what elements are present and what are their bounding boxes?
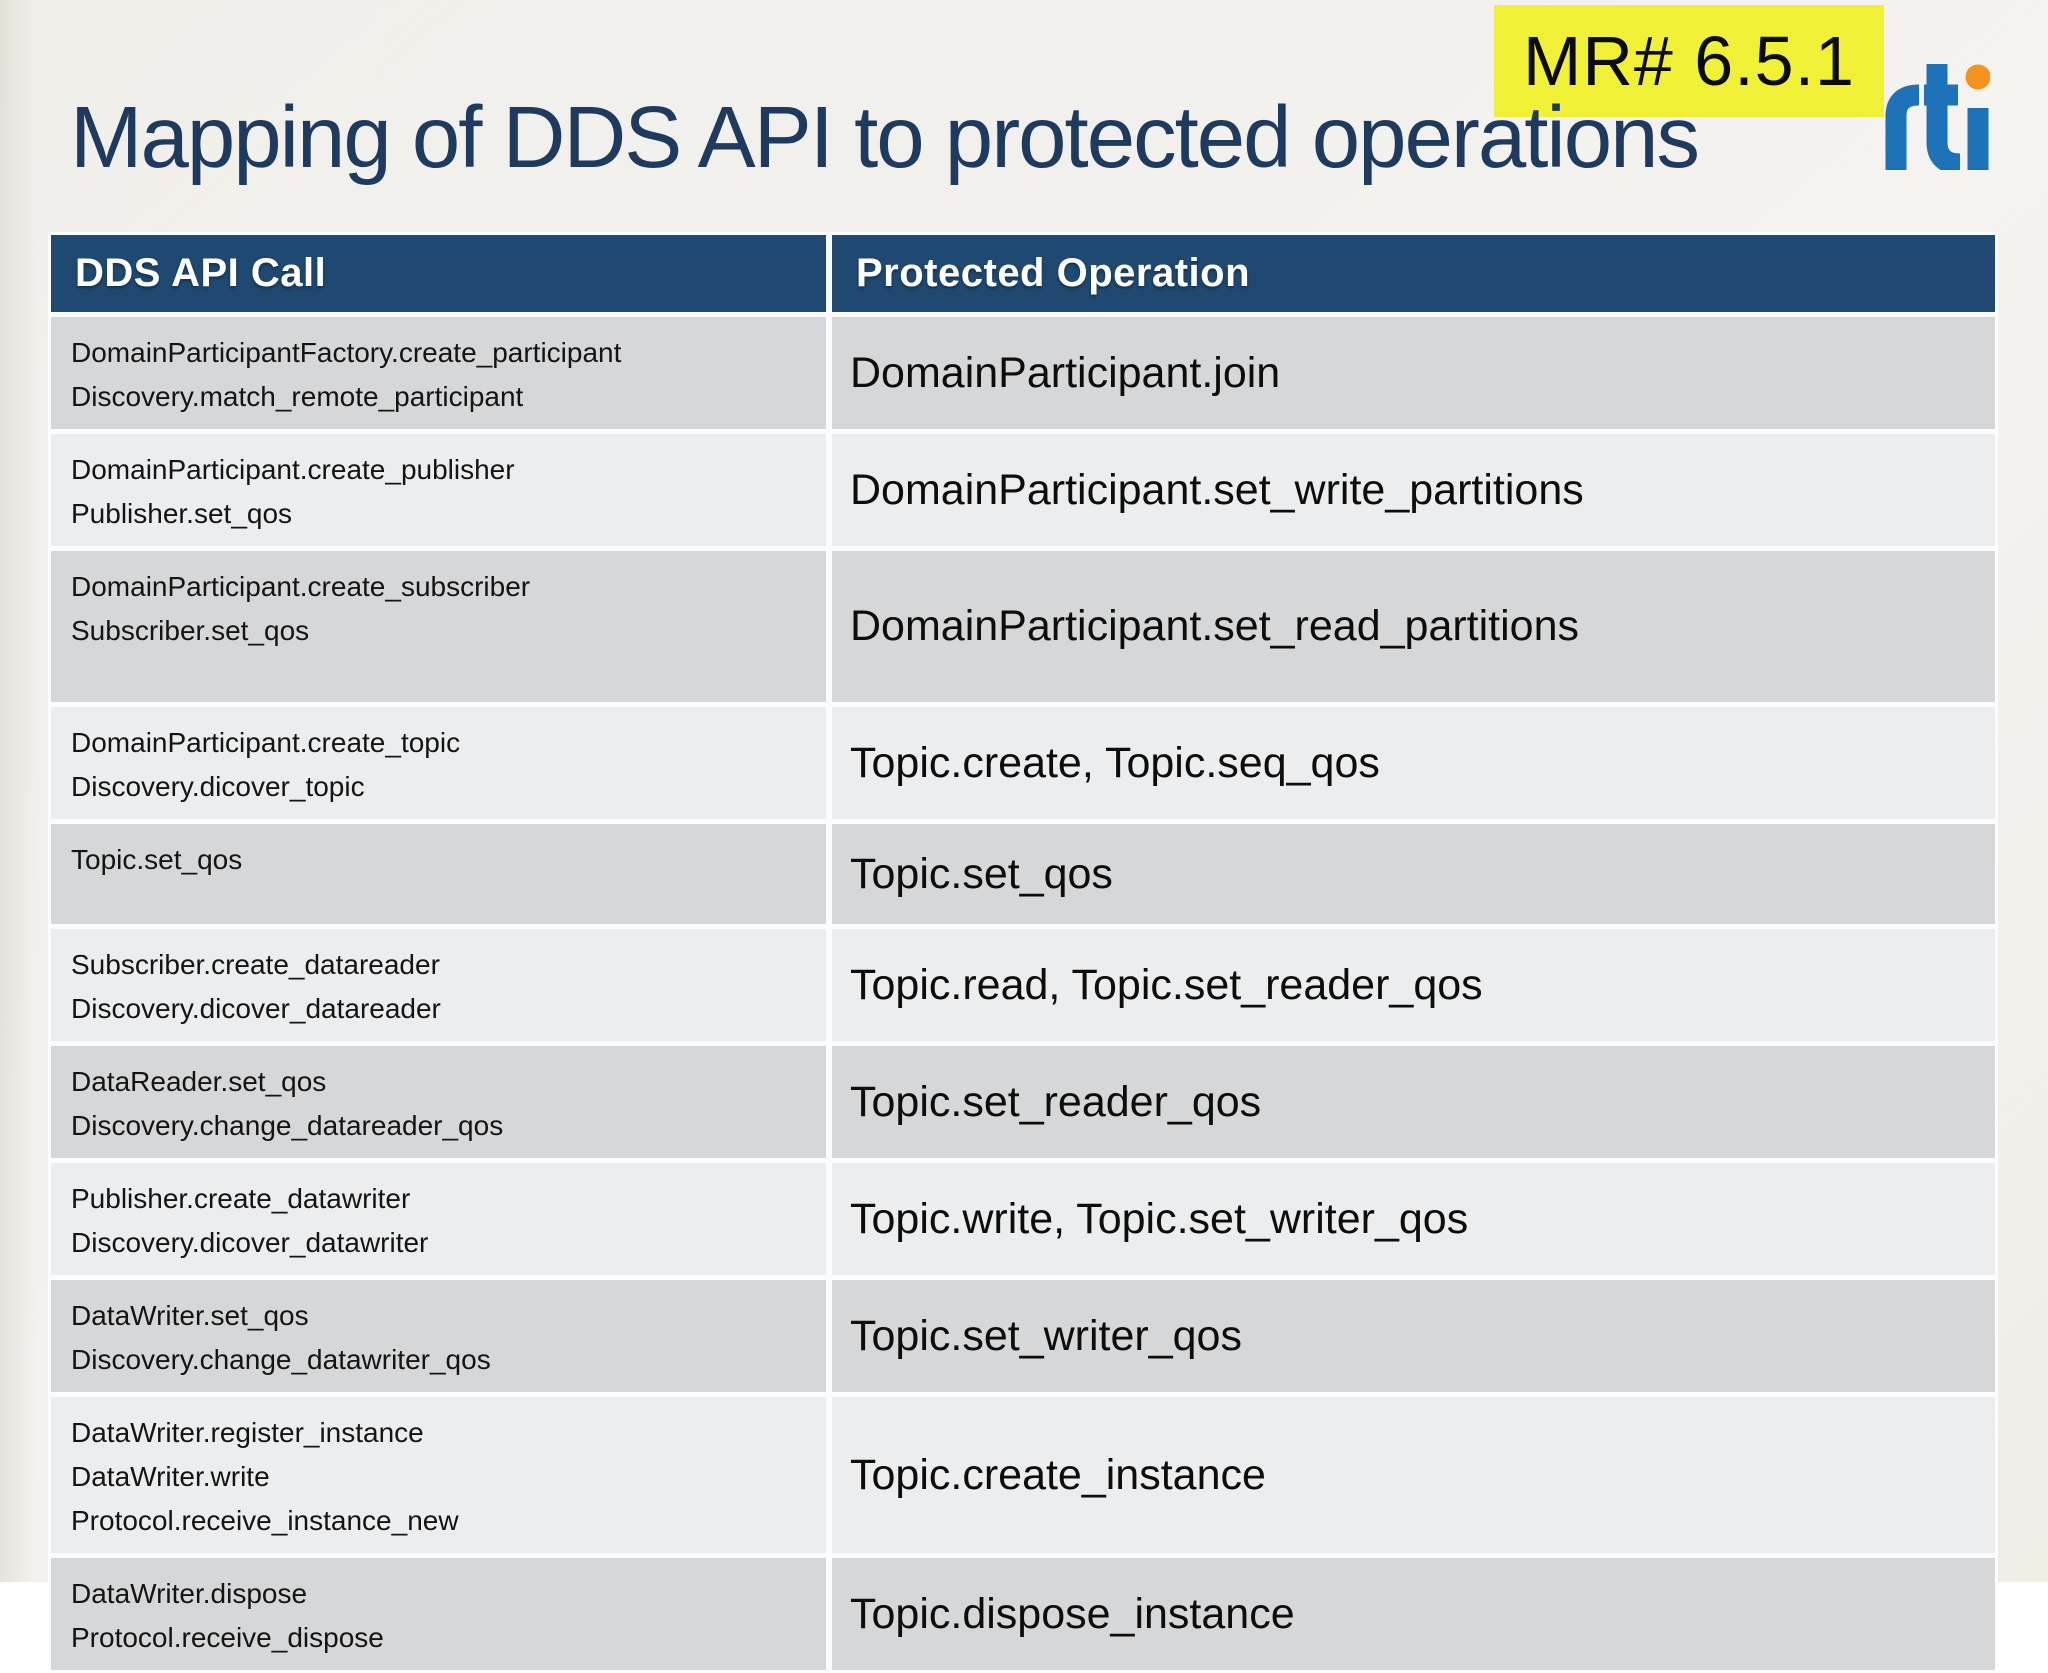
protected-operation-cell: Topic.read, Topic.set_reader_qos xyxy=(832,929,1995,1041)
page-title: Mapping of DDS API to protected operatio… xyxy=(70,89,1700,186)
protected-operation-cell: Topic.set_writer_qos xyxy=(832,1280,1995,1392)
api-call-line: Discovery.match_remote_participant xyxy=(71,381,524,412)
api-call-line: DataWriter.set_qos xyxy=(71,1300,309,1331)
api-call-line: DomainParticipant.create_topic xyxy=(71,727,461,758)
column-header-protected-operation: Protected Operation xyxy=(832,235,1995,312)
api-call-line: Subscriber.create_datareader xyxy=(71,949,440,980)
api-call-line: DataWriter.register_instance xyxy=(71,1417,424,1448)
api-call-line: Discovery.change_datareader_qos xyxy=(71,1110,504,1141)
api-call-line: Discovery.dicover_datawriter xyxy=(71,1227,429,1258)
protected-operation-text: Topic.read, Topic.set_reader_qos xyxy=(850,960,1483,1009)
rti-logo xyxy=(1884,50,1991,175)
protected-operation-cell: Topic.write, Topic.set_writer_qos xyxy=(832,1163,1995,1275)
protected-operation-cell: Topic.set_reader_qos xyxy=(832,1046,1995,1158)
api-call-line: Discovery.dicover_topic xyxy=(71,771,365,802)
protected-operation-text: Topic.create_instance xyxy=(850,1450,1266,1499)
api-call-line: Discovery.dicover_datareader xyxy=(71,993,441,1024)
api-call-line: DataWriter.dispose xyxy=(71,1578,308,1609)
protected-operation-text: Topic.set_reader_qos xyxy=(850,1077,1262,1126)
column-header-dds-api-call: DDS API Call xyxy=(51,235,826,312)
protected-operation-text: DomainParticipant.set_write_partitions xyxy=(850,465,1584,514)
logo-i-dot xyxy=(1965,64,1991,90)
protected-operation-cell: Topic.create_instance xyxy=(832,1397,1995,1553)
left-edge-shadow xyxy=(0,0,36,1582)
api-call-line: DomainParticipant.create_publisher xyxy=(71,454,515,485)
protected-operation-text: Topic.create, Topic.seq_qos xyxy=(850,738,1380,787)
rti-logo-icon xyxy=(1885,64,1991,175)
protected-operation-text: Topic.dispose_instance xyxy=(850,1589,1295,1638)
api-call-line: Protocol.receive_dispose xyxy=(71,1622,384,1653)
protected-operation-text: DomainParticipant.join xyxy=(850,348,1281,397)
api-call-line: Discovery.change_datawriter_qos xyxy=(71,1344,491,1375)
protected-operation-text: Topic.set_writer_qos xyxy=(850,1311,1242,1360)
api-call-line: DataWriter.write xyxy=(71,1461,270,1492)
protected-operation-cell: DomainParticipant.set_read_partitions xyxy=(832,551,1995,702)
api-call-line: Publisher.create_datawriter xyxy=(71,1183,411,1214)
api-call-line: Subscriber.set_qos xyxy=(71,615,310,646)
protected-operation-text: Topic.write, Topic.set_writer_qos xyxy=(850,1194,1469,1243)
protected-operation-cell: Topic.create, Topic.seq_qos xyxy=(832,707,1995,819)
api-call-line: DomainParticipant.create_subscriber xyxy=(71,571,531,602)
api-call-cell: Topic.set_qos xyxy=(51,824,826,924)
api-call-line: Protocol.receive_instance_new xyxy=(71,1505,459,1536)
api-call-line: DataReader.set_qos xyxy=(71,1066,327,1097)
dds-api-mapping-table: DDS API Call Protected Operation DomainP… xyxy=(48,232,1998,1673)
api-call-line: Publisher.set_qos xyxy=(71,498,293,529)
protected-operation-cell: Topic.set_qos xyxy=(832,824,1995,924)
protected-operation-cell: Topic.dispose_instance xyxy=(832,1558,1995,1670)
api-call-cell: DomainParticipantFactory.create_particip… xyxy=(51,317,826,429)
mr-number-badge: MR# 6.5.1 xyxy=(1494,5,1884,117)
api-call-line: DomainParticipantFactory.create_particip… xyxy=(71,337,622,368)
protected-operation-text: Topic.set_qos xyxy=(850,849,1113,898)
protected-operation-cell: DomainParticipant.join xyxy=(832,317,1995,429)
protected-operation-text: DomainParticipant.set_read_partitions xyxy=(850,602,1580,650)
protected-operation-cell: DomainParticipant.set_write_partitions xyxy=(832,434,1995,546)
api-call-line: Topic.set_qos xyxy=(71,844,243,875)
